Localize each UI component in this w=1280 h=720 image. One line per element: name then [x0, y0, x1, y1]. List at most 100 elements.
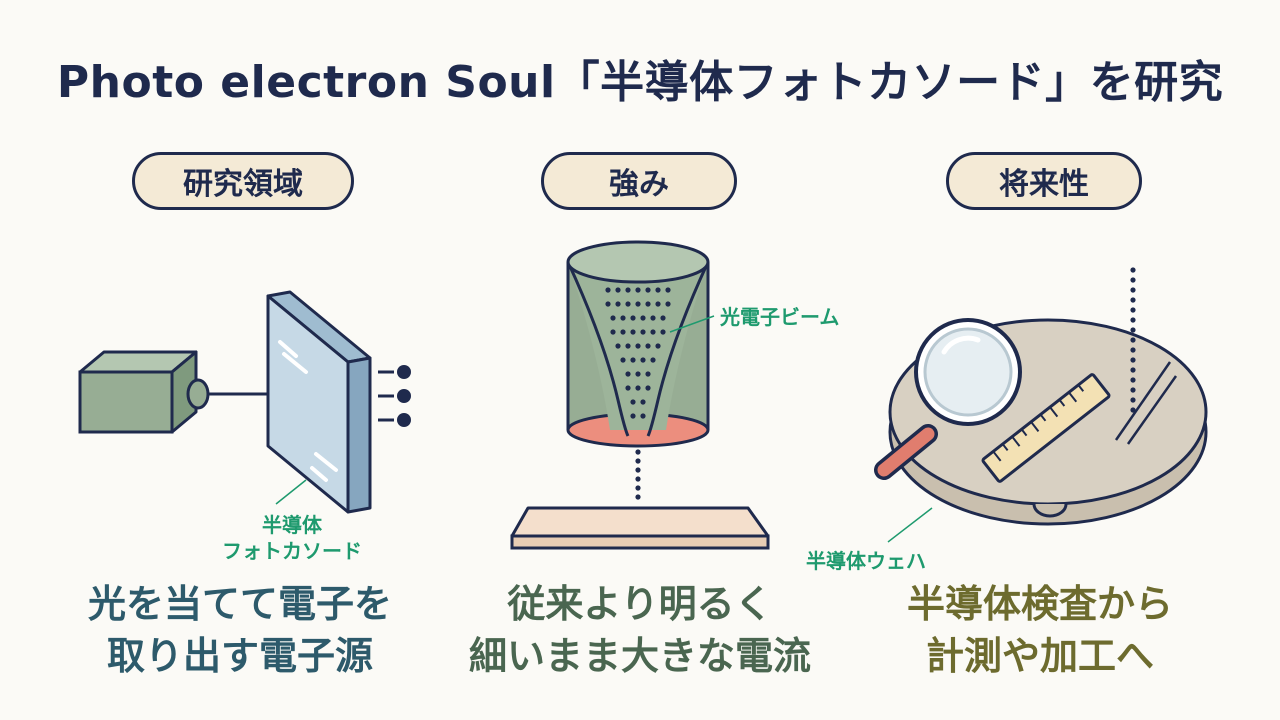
callout-wafer-text: 半導体ウェハ [806, 549, 926, 573]
probe-dot [1130, 327, 1136, 333]
beam-particle [665, 287, 671, 293]
beam-particle [640, 315, 646, 321]
beam-particle [645, 301, 651, 307]
beam-particle [635, 371, 641, 377]
beam-particle [635, 449, 641, 455]
beam-particle [610, 329, 616, 335]
heading-strength-label: 強み [609, 167, 669, 202]
caption-future-line2: 計測や加工へ [925, 634, 1154, 678]
caption-research-area: 光を当てて電子を 取り出す電子源 [30, 578, 450, 682]
beam-particle [665, 301, 671, 307]
callout-photocathode-line1: 半導体 [262, 513, 322, 537]
beam-particle [625, 385, 631, 391]
callout-line-photocathode [275, 479, 307, 505]
probe-beam-dots [1130, 267, 1136, 413]
beam-particles [605, 287, 671, 500]
beam-particle [635, 467, 641, 473]
beam-particle [655, 343, 661, 349]
emitted-electrons [378, 365, 411, 427]
beam-particle [610, 315, 616, 321]
beam-particle [635, 494, 641, 500]
probe-dot [1130, 267, 1136, 273]
beam-particle [625, 371, 631, 377]
beam-particle [660, 315, 666, 321]
magnifying-glass-icon [874, 318, 1022, 480]
heading-strength: 強み [541, 152, 737, 210]
caption-strength-line1: 従来より明るく [507, 582, 773, 626]
probe-dot [1130, 397, 1136, 403]
beam-particle [635, 343, 641, 349]
beam-particle [630, 329, 636, 335]
probe-dot [1130, 297, 1136, 303]
page-title: Photo electron Soul「半導体フォトカソード」を研究 [56, 57, 1224, 108]
beam-particle [615, 301, 621, 307]
probe-dot [1130, 407, 1136, 413]
heading-future: 将来性 [946, 152, 1142, 210]
caption-strength-line2: 細いまま大きな電流 [468, 634, 811, 678]
beam-particle [625, 287, 631, 293]
beam-particle [640, 329, 646, 335]
beam-particle [605, 301, 611, 307]
beam-particle [655, 287, 661, 293]
beam-particle [635, 287, 641, 293]
beam-particle [650, 315, 656, 321]
beam-particle [640, 413, 646, 419]
beam-particle [660, 329, 666, 335]
probe-dot [1130, 387, 1136, 393]
beam-particle [630, 399, 636, 405]
caption-future: 半導体検査から 計測や加工へ [830, 578, 1250, 682]
beam-particle [645, 287, 651, 293]
beam-particle [635, 485, 641, 491]
beam-particle [630, 413, 636, 419]
beam-particle [635, 385, 641, 391]
beam-particle [635, 476, 641, 482]
probe-dot [1130, 367, 1136, 373]
callout-line-beam [669, 315, 715, 333]
callout-photocathode-line2: フォトカソード [222, 539, 362, 563]
probe-dot [1130, 357, 1136, 363]
photocathode-plate [266, 290, 372, 514]
callout-beam-text: 光電子ビーム [720, 305, 840, 329]
beam-particle [645, 385, 651, 391]
probe-dot [1130, 337, 1136, 343]
probe-dot [1130, 377, 1136, 383]
beam-particle [645, 343, 651, 349]
beam-particle [620, 357, 626, 363]
beam-particle [630, 315, 636, 321]
probe-dot [1130, 277, 1136, 283]
beam-particle [630, 357, 636, 363]
beam-particle [650, 357, 656, 363]
caption-research-area-line2: 取り出す電子源 [106, 634, 373, 678]
light-source-illustration [78, 350, 312, 434]
beam-particle [625, 343, 631, 349]
callout-photocathode: 半導体 フォトカソード [222, 512, 362, 564]
probe-dot [1130, 317, 1136, 323]
beam-particle [625, 301, 631, 307]
beam-particle [615, 287, 621, 293]
beam-target-plate [510, 506, 770, 550]
callout-line-wafer [887, 507, 933, 543]
beam-particle [635, 301, 641, 307]
callout-wafer: 半導体ウェハ [806, 548, 926, 574]
probe-dot [1130, 347, 1136, 353]
beam-particle [615, 343, 621, 349]
beam-particle [645, 371, 651, 377]
beam-particle [640, 357, 646, 363]
caption-research-area-line1: 光を当てて電子を [87, 582, 392, 626]
heading-future-label: 将来性 [999, 167, 1089, 202]
caption-future-line1: 半導体検査から [906, 582, 1173, 626]
heading-research-area-label: 研究領域 [183, 167, 303, 202]
beam-particle [640, 399, 646, 405]
probe-dot [1130, 307, 1136, 313]
beam-particle [650, 329, 656, 335]
beam-particle [620, 329, 626, 335]
beam-particle [605, 287, 611, 293]
ruler-icon [981, 373, 1111, 483]
heading-research-area: 研究領域 [132, 152, 354, 210]
probe-dot [1130, 287, 1136, 293]
beam-particle [655, 301, 661, 307]
beam-particle [620, 315, 626, 321]
caption-strength: 従来より明るく 細いまま大きな電流 [430, 578, 850, 682]
beam-particle [635, 458, 641, 464]
